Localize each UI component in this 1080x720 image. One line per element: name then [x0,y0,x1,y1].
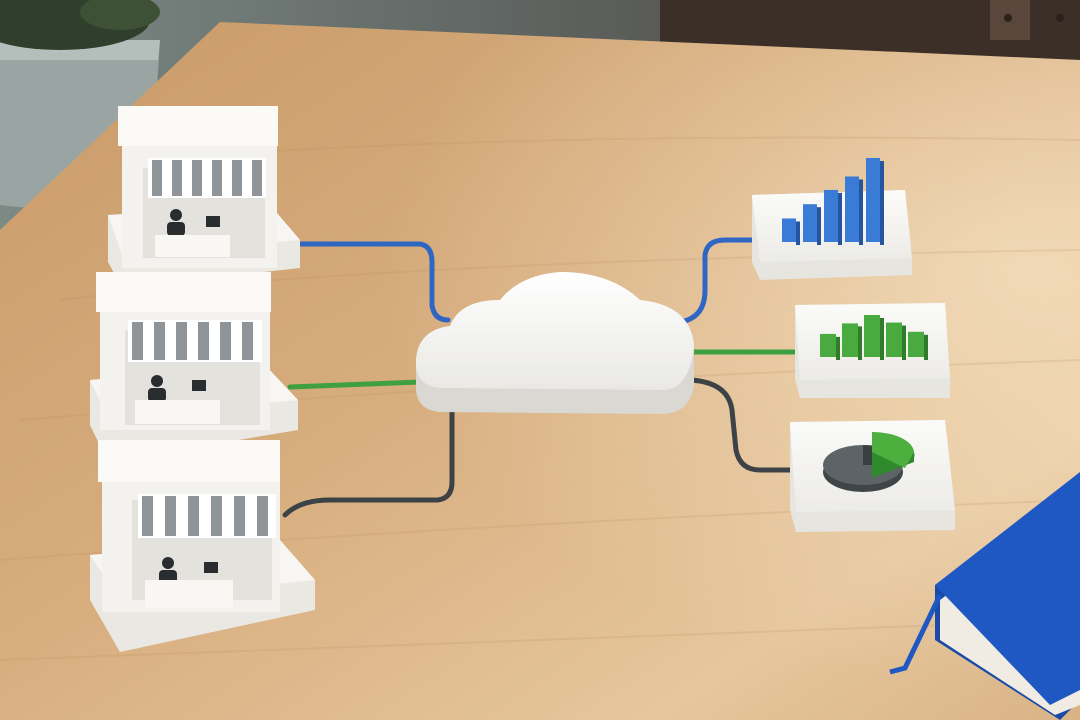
register [206,216,220,227]
bar [886,322,902,357]
notebook [889,472,1080,720]
bookmark-ribbon [889,593,943,675]
cables [282,237,803,518]
tile-green-bar-chart [795,303,950,398]
awning-stripes [128,320,262,362]
shopkeeper-figure [151,375,163,387]
awning-stripes [138,494,276,538]
bar [866,158,880,242]
cable-blue-store1 [295,241,451,323]
cable-blue-tile1 [677,237,763,325]
cable-dark-tile3 [687,377,796,473]
bar-side [858,326,862,360]
shopkeeper-figure [170,209,182,221]
cabinet-knob [1056,14,1064,22]
bar-side [880,161,884,245]
bar [803,204,817,242]
tile-pie-chart [790,420,955,532]
plant-pot [0,0,160,209]
store-model-3 [90,440,315,652]
bar [908,331,924,357]
pie-slice-green [872,431,914,468]
bar-side [859,179,863,245]
counter [135,400,220,424]
store-model-1 [108,106,300,288]
bar-side [924,334,928,360]
bar [824,189,838,242]
shopkeeper-figure [162,557,174,569]
register [192,380,206,391]
cabinet-knob [1004,14,1012,22]
bar-side [880,318,884,360]
bar-side [902,325,906,360]
bar-side [836,336,840,360]
store-model-2 [90,272,298,462]
bar-side [817,207,821,245]
bar-side [838,192,842,245]
pie-chart-3d [823,431,915,492]
bar [845,176,859,242]
awning-stripes [148,158,266,198]
bar [842,323,858,357]
counter [145,580,233,608]
bar-side [796,221,800,245]
bar [820,333,836,357]
cable-dark-store3 [282,407,455,518]
cloud-hub [415,272,694,414]
counter [155,235,230,257]
bar [782,218,796,242]
register [204,562,218,573]
tile-blue-bar-chart [752,158,912,280]
bar [864,315,880,357]
cable-green-store2 [287,379,423,390]
